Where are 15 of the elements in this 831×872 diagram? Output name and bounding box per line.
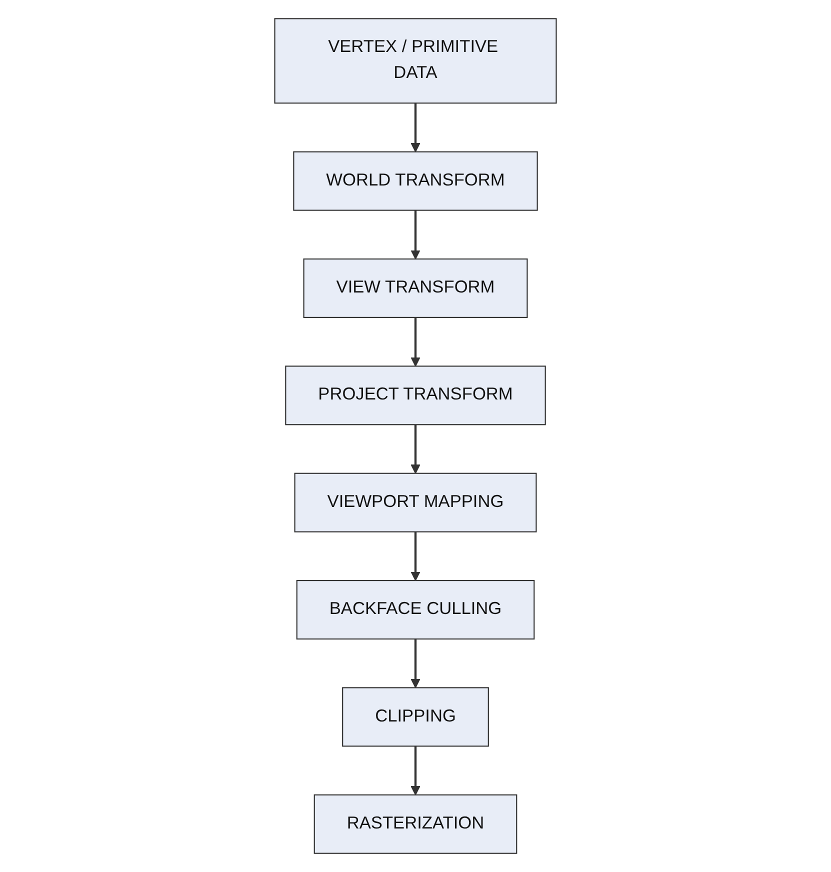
node-box: WORLD TRANSFORM — [293, 151, 538, 211]
node-box: CLIPPING — [342, 687, 489, 747]
arrow — [410, 746, 420, 796]
node-box: VERTEX / PRIMITIVE DATA — [274, 18, 557, 104]
arrow — [410, 317, 420, 367]
node-box: RASTERIZATION — [314, 794, 518, 854]
arrow — [410, 210, 420, 260]
node-box: VIEWPORT MAPPING — [294, 472, 537, 532]
node-box: VIEW TRANSFORM — [303, 258, 528, 318]
arrow — [410, 103, 420, 152]
node-box: PROJECT TRANSFORM — [285, 366, 546, 426]
arrow — [410, 638, 420, 688]
arrow — [410, 424, 420, 474]
node-box: BACKFACE CULLING — [296, 580, 535, 640]
arrow — [410, 532, 420, 581]
